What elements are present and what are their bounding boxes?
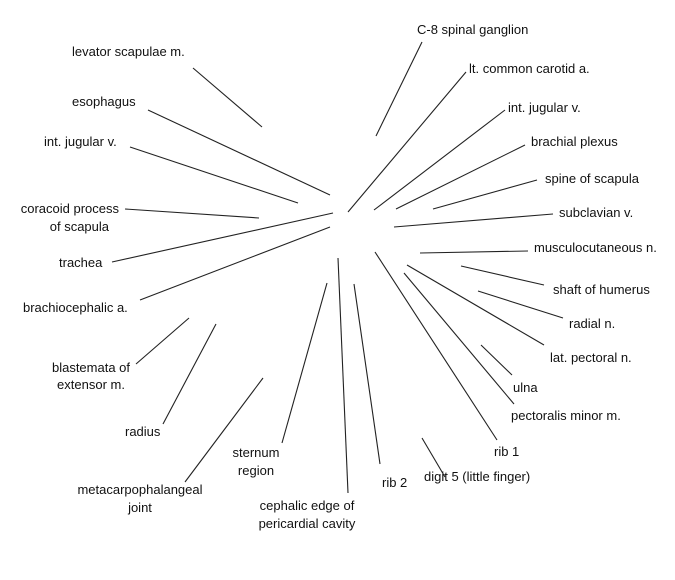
label-digit5: digit 5 (little finger) [424,469,530,484]
leader-common-carotid [347,71,467,213]
leader-brachiocephalic [139,226,331,301]
label-lat-pectoral: lat. pectoral n. [550,350,632,365]
label-musculocutaneous: musculocutaneous n. [534,240,657,255]
leader-rib1 [374,251,498,441]
label-int-jugular-left: int. jugular v. [44,134,117,149]
leader-esophagus [147,109,331,196]
label-spine-scapula: spine of scapula [545,171,640,186]
leader-levator-scapulae [192,67,263,128]
label-blastemata-line2: extensor m. [57,377,125,392]
leader-shaft-humerus [460,265,545,286]
leader-pectoralis-minor [403,272,515,405]
leader-ulna [480,344,513,376]
label-pectoralis-minor: pectoralis minor m. [511,408,621,423]
leader-c8-ganglion [375,41,423,137]
leader-int-jugular-right [373,109,506,211]
label-brachial-plexus: brachial plexus [531,134,618,149]
label-rib1: rib 1 [494,444,519,459]
label-levator-scapulae: levator scapulae m. [72,44,185,59]
leader-brachial-plexus [395,144,526,210]
label-c8-ganglion: C-8 spinal ganglion [417,22,528,37]
leader-trachea [111,212,334,263]
label-cephalic-line2: pericardial cavity [259,516,356,531]
label-sternum-line1: sternum [233,445,280,460]
label-esophagus: esophagus [72,94,136,109]
label-subclavian: subclavian v. [559,205,633,220]
label-sternum-line2: region [238,463,274,478]
label-blastemata-line1: blastemata of [52,360,130,375]
leader-subclavian [393,213,554,228]
label-metacarpo-line1: metacarpophalangeal [77,482,202,497]
leader-lat-pectoral [406,264,545,346]
label-trachea: trachea [59,255,103,270]
label-rib2: rib 2 [382,475,407,490]
leader-int-jugular-left [129,146,299,204]
leader-lines [111,41,564,494]
label-brachiocephalic: brachiocephalic a. [23,300,128,315]
label-int-jugular-right: int. jugular v. [508,100,581,115]
label-coracoid-line1: coracoid process [21,201,120,216]
label-metacarpo-line2: joint [127,500,152,515]
leader-spine-scapula [432,179,538,210]
leader-radius [162,323,217,425]
leader-digit5 [421,437,446,478]
leader-rib2 [353,283,381,465]
leader-coracoid [124,208,260,219]
label-cephalic-line1: cephalic edge of [260,498,355,513]
leader-radial [477,290,564,319]
leader-blastemata [135,317,190,365]
label-radial: radial n. [569,316,615,331]
leader-metacarpo [184,377,264,483]
leader-cephalic [337,257,349,494]
label-radius: radius [125,424,161,439]
label-ulna: ulna [513,380,538,395]
leader-sternum [281,282,328,444]
labels: levator scapulae m. esophagus int. jugul… [21,22,657,531]
leader-musculocutaneous [419,250,529,254]
label-coracoid-line2: of scapula [50,219,110,234]
label-shaft-humerus: shaft of humerus [553,282,650,297]
label-common-carotid: lt. common carotid a. [469,61,590,76]
